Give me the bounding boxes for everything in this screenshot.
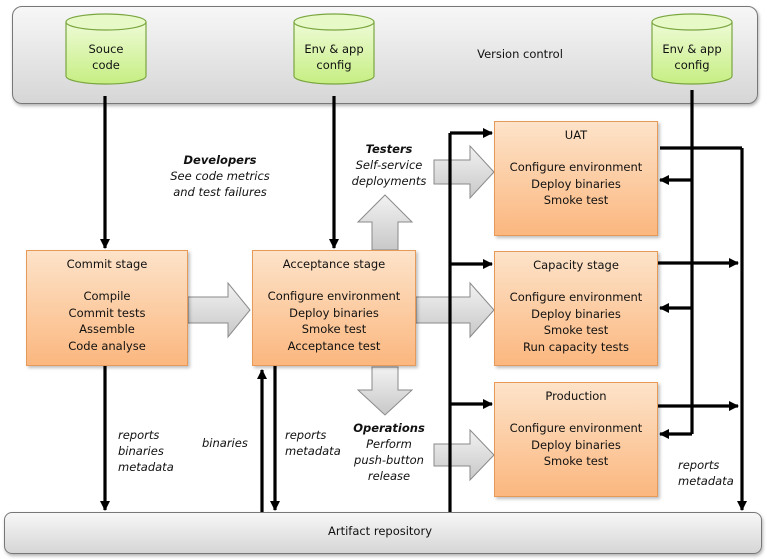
commit-stage-title: Commit stage (66, 257, 148, 271)
block-arrow-acceptance-to-capacity (415, 281, 495, 339)
acceptance-stage-box: Acceptance stage Configure environment D… (252, 250, 416, 366)
capacity-stage-title: Capacity stage (533, 258, 619, 272)
database-icon-env-config-2 (651, 13, 733, 85)
block-arrow-commit-to-acceptance (187, 281, 251, 339)
production-outputs-annotation: reports metadata (678, 458, 734, 488)
repo-env-app-config-1: Env & app config (304, 42, 364, 72)
production-stage-title: Production (545, 389, 607, 403)
uat-stage-box: UAT Configure environment Deploy binarie… (494, 121, 658, 236)
block-arrow-up-testers (356, 194, 414, 251)
operations-annotation: Operations Perform push-button release (353, 421, 425, 483)
repo-env-app-config-2: Env & app config (662, 42, 722, 72)
capacity-stage-box: Capacity stage Configure environment Dep… (494, 251, 658, 366)
acceptance-outputs-annotation: reports metadata (285, 428, 341, 458)
testers-annotation: Testers Self-service deployments (351, 142, 427, 188)
artifact-repository-bar (4, 512, 762, 554)
block-arrow-operations-to-production (433, 428, 495, 482)
block-arrow-testers-to-uat (433, 144, 495, 200)
version-control-label: Version control (477, 47, 563, 61)
uat-stage-title: UAT (564, 128, 588, 142)
database-icon-source (65, 13, 147, 85)
repo-source-code: Souce code (88, 42, 124, 72)
block-arrow-down-operations (356, 366, 414, 416)
database-icon-env-config-1 (293, 13, 375, 85)
acceptance-stage-title: Acceptance stage (282, 257, 386, 271)
developers-annotation: Developers See code metrics and test fai… (170, 153, 270, 199)
commit-outputs-annotation: reports binaries metadata (118, 428, 174, 474)
commit-stage-box: Commit stage Compile Commit tests Assemb… (26, 250, 188, 366)
artifact-repository-label: Artifact repository (327, 524, 433, 538)
production-stage-box: Production Configure environment Deploy … (494, 382, 658, 497)
binaries-annotation: binaries (202, 436, 248, 450)
